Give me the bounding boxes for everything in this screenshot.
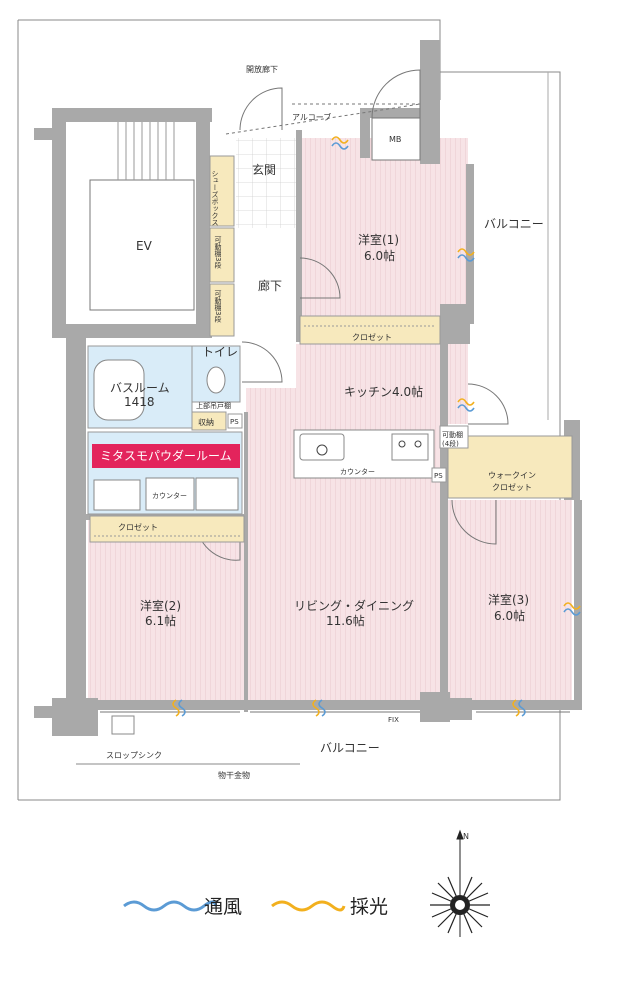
legend-daylight-label: 採光 — [350, 896, 388, 918]
bathroom-size: 1418 — [124, 395, 155, 409]
entrance-floor — [236, 138, 298, 228]
living-label: リビング・ダイニング — [294, 598, 414, 613]
ev-label: EV — [136, 239, 153, 253]
legend: 通風 採光 — [123, 896, 388, 918]
shoe-box — [209, 155, 235, 227]
movable-shelf-b-label: 可動棚3段 — [214, 290, 222, 324]
rooms — [88, 138, 572, 710]
ps-box — [227, 413, 243, 429]
laundry-rack-label: 物干金物 — [218, 770, 250, 780]
powder-room-badge — [92, 444, 240, 468]
movable-shelf-4b-label: (4段) — [442, 439, 459, 448]
movable-shelf-b — [209, 283, 235, 337]
entrance-label: 玄関 — [252, 162, 276, 177]
ps-label-2: PS — [434, 472, 443, 480]
corridor-floor — [236, 228, 296, 388]
movable-shelf-4-label: 可動棚 — [442, 430, 463, 439]
movable-shelf-a — [209, 227, 235, 283]
western-3-label: 洋室(3) — [488, 592, 529, 607]
western-1-label: 洋室(1) — [358, 232, 399, 247]
walk-in-label-2: クロゼット — [492, 482, 532, 492]
mb-label: MB — [389, 135, 401, 144]
doors — [195, 69, 509, 561]
western-1-size: 6.0帖 — [364, 248, 395, 263]
living-size: 11.6帖 — [326, 613, 365, 628]
ev-shaft-hatch — [117, 122, 175, 180]
powder-room-label: ミタスモパウダールーム — [100, 448, 232, 463]
slop-sink-label: スロップシンク — [106, 751, 162, 760]
mb-box — [371, 117, 421, 161]
balcony-south-label: バルコニー — [320, 741, 380, 755]
north-label: N — [463, 832, 469, 841]
kitchen-counter-label: カウンター — [340, 467, 375, 476]
toilet-bowl — [206, 366, 226, 394]
powder-counter-label: カウンター — [152, 491, 187, 500]
elevator-box — [89, 179, 195, 311]
movable-shelf-4 — [439, 425, 469, 449]
open-corridor-label: 開放廊下 — [246, 64, 278, 74]
bathtub — [93, 359, 145, 421]
ventilation-wave-icon — [123, 900, 218, 912]
shoe-box-label: シューズボックス — [211, 170, 219, 226]
daylight-wave-icon — [271, 900, 346, 912]
legend-ventilation-label: 通風 — [204, 896, 242, 918]
closet-2 — [89, 515, 245, 543]
closet-2-label: クロゼット — [118, 522, 158, 532]
kitchen-label: キッチン4.0帖 — [344, 384, 423, 399]
toilet-label: トイレ — [202, 345, 238, 359]
balcony-east-label: バルコニー — [484, 217, 544, 231]
alcove-label: アルコーブ — [292, 112, 331, 122]
western-2-label: 洋室(2) — [140, 598, 181, 613]
western-room-2 — [88, 520, 246, 710]
storage-label: 収納 — [198, 417, 214, 427]
fix-label: FIX — [388, 716, 399, 724]
compass-icon: N — [430, 829, 490, 937]
western-2-size: 6.1帖 — [145, 613, 176, 628]
bathroom-label: バスルーム — [110, 381, 170, 395]
airflow-markers — [172, 136, 581, 717]
ps-box-2 — [431, 467, 447, 483]
storage — [191, 411, 227, 431]
western-3-size: 6.0帖 — [494, 608, 525, 623]
slop-sink — [111, 715, 135, 735]
upper-shelf-label: 上部吊戸棚 — [196, 401, 231, 410]
walls — [34, 40, 582, 736]
powder-counter — [145, 477, 195, 511]
cooktop — [391, 433, 429, 461]
washer — [93, 479, 141, 511]
ps-label: PS — [230, 418, 239, 426]
corridor-label: 廊下 — [258, 278, 282, 293]
sink-unit — [195, 477, 239, 511]
walk-in-label: ウォークイン — [488, 471, 536, 480]
alcove-line — [225, 103, 421, 135]
faucet — [316, 444, 328, 456]
movable-shelf-a-label: 可動棚3段 — [214, 236, 222, 270]
walk-in-closet — [447, 435, 573, 499]
western-room-1 — [300, 138, 468, 316]
closet-1-label: クロゼット — [352, 332, 392, 342]
closet-1 — [299, 315, 441, 345]
